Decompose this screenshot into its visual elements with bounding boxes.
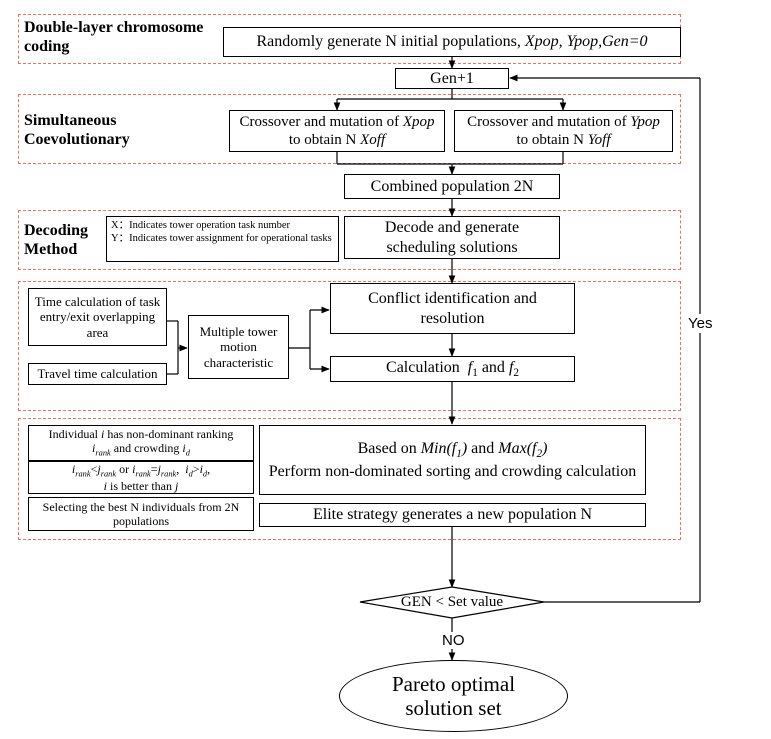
note-x: X：Indicates tower operation task number [111,220,291,231]
section-label-coding: Double-layer chromosome coding [24,19,204,56]
section-label-decoding: Decoding Method [24,222,88,259]
region-decoding [18,210,681,270]
region-sorting [18,418,681,540]
decode-box: Decode and generate scheduling solutions [344,216,560,259]
calculation-box: Calculation f1 and f2 [330,356,575,382]
region-calculation [18,281,681,411]
edge-label-no: NO [440,632,467,649]
gen-text: Gen+1 [430,69,474,87]
select-best-box: Selecting the best N individuals from 2N… [28,497,254,531]
conflict-box: Conflict identification and resolution [330,283,575,334]
init-text: Randomly generate N initial populations, [256,33,521,51]
note-y: Y：Indicates tower assignment for operati… [111,233,332,245]
init-box: Randomly generate N initial populations,… [223,27,681,57]
sorting-box: Based on Min(f1) and Max(f2)Perform non-… [259,425,646,495]
better-than-box: irank<jrank or irank=jrank, id>id,i is b… [28,461,254,494]
section-label-coevolution: Simultaneous Coevolutionary [24,112,130,149]
travel-time-box: Travel time calculation [28,363,167,385]
decoding-notes: X：Indicates tower operation task number … [106,216,339,262]
init-vars: Xpop, Ypop,Gen=0 [524,33,648,51]
pareto-terminal: Pareto optimal solution set [339,660,568,732]
gen-box: Gen+1 [395,68,509,89]
elite-strategy-box: Elite strategy generates a new populatio… [259,503,646,527]
multi-tower-box: Multiple tower motion characteristic [188,315,289,379]
decision-gen-set-value: GEN < Set value [400,594,504,610]
combined-population-box: Combined population 2N [344,174,560,199]
edge-label-yes: Yes [686,314,715,333]
time-calculation-box: Time calculation of task entry/exit over… [28,288,167,346]
